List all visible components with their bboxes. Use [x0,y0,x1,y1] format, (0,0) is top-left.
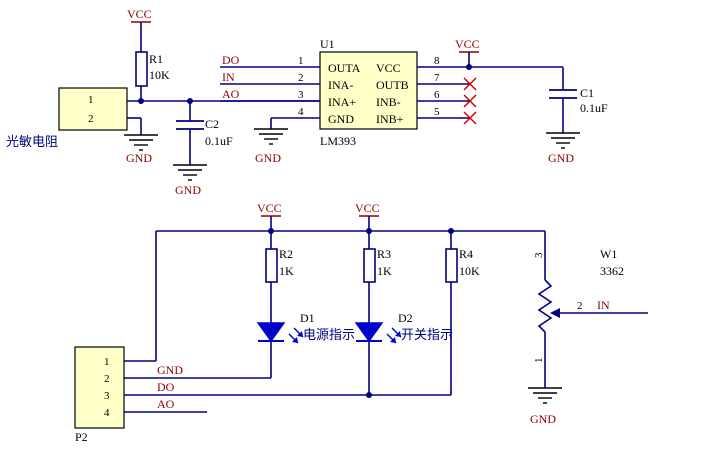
vcc-label-r2: VCC [257,201,282,215]
no-connect-pin5 [463,111,477,125]
c2-ref: C2 [205,117,219,131]
p2-pin3-num: 3 [104,390,110,402]
gnd-symbol-w1 [528,387,562,404]
w1-body [537,279,553,333]
u1-net-in: IN [222,70,235,84]
d2-ref: D2 [398,311,413,325]
u1-pin1-num: 1 [298,55,304,67]
u1-pin5-num: 5 [434,106,440,118]
u1-pin5-name: INB+ [376,112,404,126]
w1-net-in: IN [597,298,610,312]
no-connect-pin7 [463,77,477,91]
p2-connector-body [74,346,125,429]
w1-wiper-arrow [550,308,560,318]
u1-pin4-num: 4 [298,106,304,118]
r2-body [265,248,278,283]
w1-ref: W1 [600,247,617,261]
u1-pin8-num: 8 [434,55,440,67]
p2-net-ao: AO [157,397,175,411]
u1-pin6-name: INB- [376,95,401,109]
r4-ref: R4 [459,247,473,261]
gnd-label-c2: GND [175,183,201,197]
gnd-symbol-c1 [546,132,580,149]
u1-pin7-num: 7 [434,72,440,84]
u1-pin8-name: VCC [376,61,401,75]
r2-ref: R2 [279,247,293,261]
vcc-label-r3: VCC [355,201,380,215]
d1-ref: D1 [300,311,315,325]
gnd-symbol-sensor [124,134,158,151]
c1-ref: C1 [580,86,594,100]
c2-value: 0.1uF [205,134,233,148]
gnd-symbol-u1 [254,128,288,145]
u1-ref: U1 [320,37,335,51]
r4-body [445,248,458,283]
gnd-label-c1: GND [548,151,574,165]
vcc-label-u1: VCC [455,37,480,51]
d1-led [256,322,304,344]
p2-pin1-num: 1 [104,356,110,368]
gnd-symbol-c2 [173,164,207,181]
p2-ref: P2 [75,430,88,444]
gnd-label-sensor: GND [126,151,152,165]
u1-pin1-name: OUTA [328,61,361,75]
junction-vcc-u1 [466,64,472,70]
p2-net-gnd: GND [157,363,183,377]
r4-value: 10K [459,264,480,278]
sensor-label: 光敏电阻 [6,135,58,150]
w1-pin2-num: 2 [577,300,583,312]
r1-body [135,51,148,87]
p2-pin2-num: 2 [104,373,110,385]
p2-net-do: DO [157,380,175,394]
d1-label: 电源指示 [303,328,355,343]
d2-label: 开关指示 [401,328,453,343]
u1-body [319,51,418,130]
u1-net-do: DO [222,53,240,67]
vcc-label-r1: VCC [127,7,152,21]
d2-led [354,322,402,344]
u1-part: LM393 [320,134,356,148]
gnd-label-w1: GND [530,412,556,426]
no-connect-pin6 [463,94,477,108]
w1-part: 3362 [600,264,624,278]
junction-r2 [268,228,274,234]
u1-net-ao: AO [222,87,240,101]
c1-value: 0.1uF [580,101,608,115]
r1-ref: R1 [149,52,163,66]
u1-pin2-num: 2 [298,72,304,84]
sensor-pin-2: 2 [88,113,94,125]
u1-pin2-name: INA- [328,78,353,92]
r3-value: 1K [377,264,392,278]
u1-pin4-name: GND [328,112,354,126]
junction-r1 [138,98,144,104]
w1-pin1-num: 1 [533,358,545,364]
w1-pin3-num: 3 [533,252,545,258]
u1-pin7-name: OUTB [376,78,409,92]
u1-pin6-num: 6 [434,89,440,101]
sensor-connector-body [58,87,128,131]
r1-value: 10K [149,68,170,82]
r2-value: 1K [279,264,294,278]
gnd-label-u1: GND [255,151,281,165]
r3-ref: R3 [377,247,391,261]
u1-pin3-num: 3 [298,89,304,101]
junction-r3 [366,228,372,234]
p2-pin4-num: 4 [104,407,110,419]
sensor-pin-1: 1 [88,94,94,106]
u1-pin3-name: INA+ [328,95,356,109]
r3-body [363,248,376,283]
